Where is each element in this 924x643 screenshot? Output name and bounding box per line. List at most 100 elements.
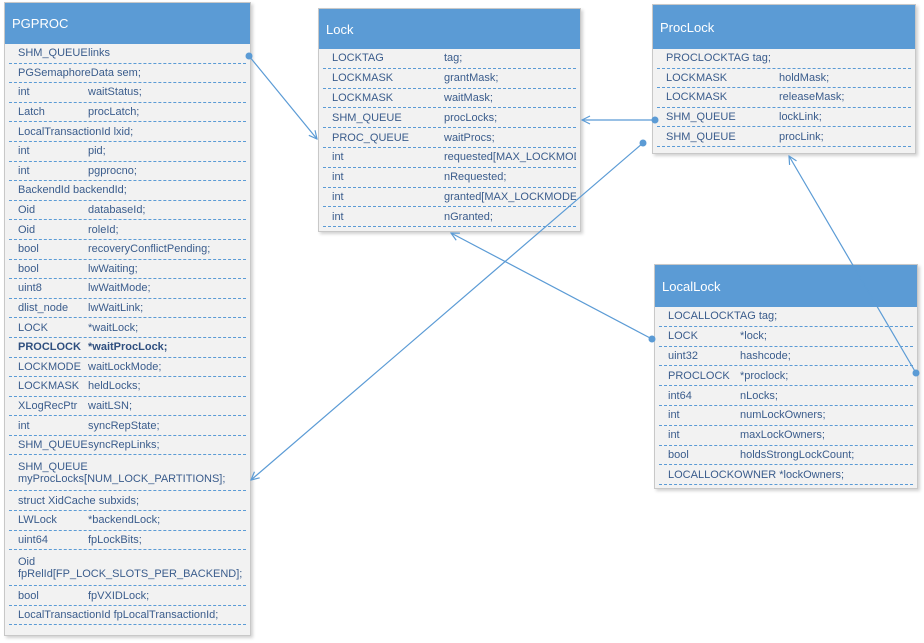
pgproc-field-name: fpLockBits; xyxy=(88,533,142,546)
pgproc-field-type: SHM_QUEUE xyxy=(18,47,88,60)
pgproc-field-row: LocalTransactionId lxid; xyxy=(9,122,246,142)
proclock-field-row: LOCKMASK releaseMask; xyxy=(657,88,911,108)
pgproc-field-row: Oid databaseId; xyxy=(9,201,246,221)
lock-field-type: int xyxy=(332,151,344,164)
pgproc-field-row: BackendId backendId; xyxy=(9,181,246,201)
pgproc-field-name: waitLSN; xyxy=(88,399,133,412)
locallock-field-name: *lock; xyxy=(740,330,767,343)
locallock-field-type: int xyxy=(668,409,680,422)
pgproc-field-type: LOCKMODE xyxy=(18,360,81,373)
edge-origin-dot-proclock-proclink xyxy=(639,139,647,147)
pgproc-field-type: Latch xyxy=(18,106,45,119)
locallock-struct-box: LocalLock LOCALLOCKTAG tag;LOCK*lock;uin… xyxy=(654,264,918,489)
pgproc-field-row: LOCKMODE waitLockMode; xyxy=(9,358,246,378)
pgproc-field-name: procLatch; xyxy=(88,106,140,119)
pgproc-field-row: LOCK *waitLock; xyxy=(9,318,246,338)
pgproc-field-row: LocalTransactionId fpLocalTransactionId; xyxy=(9,606,246,626)
lock-field-row: int nGranted; xyxy=(323,207,576,228)
locallock-field-name: hashcode; xyxy=(740,349,791,362)
pgproc-field-row: bool fpVXIDLock; xyxy=(9,586,246,606)
lock-field-name: procLocks; xyxy=(444,111,498,124)
pgproc-field-type: SHM_QUEUE xyxy=(18,460,88,473)
locallock-field-name: nLocks; xyxy=(740,389,778,402)
locallock-field-row: LOCALLOCKTAG tag; xyxy=(659,307,913,327)
proclock-field-row: PROCLOCKTAG tag; xyxy=(657,49,911,69)
pgproc-field-type: LOCK xyxy=(18,321,48,334)
pgproc-field-type: Oid xyxy=(18,223,36,236)
pgproc-field-type: int xyxy=(18,145,30,158)
locallock-field-type: int64 xyxy=(668,389,692,402)
proclock-field-name: releaseMask; xyxy=(779,91,845,104)
pgproc-field-name: *waitLock; xyxy=(88,321,139,334)
pgproc-field-name: links xyxy=(88,47,111,60)
pgproc-field-name: pid; xyxy=(88,145,106,158)
lock-field-name: grantMask; xyxy=(444,72,499,85)
pgproc-field-name: roleId; xyxy=(88,223,119,236)
lock-struct-title: Lock xyxy=(319,9,580,49)
pgproc-field-row: struct XidCache subxids; xyxy=(9,491,246,512)
pgproc-field-type: Oid xyxy=(18,204,36,217)
locallock-field-name: *proclock; xyxy=(740,369,789,382)
lock-field-name: granted[MAX_LOCKMODES]; xyxy=(444,190,576,203)
pgproc-field-type: int xyxy=(18,419,30,432)
lock-field-type: LOCKTAG xyxy=(332,52,384,65)
pgproc-struct-title: PGPROC xyxy=(5,3,250,44)
lock-field-type: int xyxy=(332,210,344,223)
pgproc-field-name: syncRepLinks; xyxy=(88,439,160,452)
pgproc-field-name: *backendLock; xyxy=(88,514,161,527)
pgproc-field-name: *waitProcLock; xyxy=(88,341,168,354)
pgproc-field-type: uint8 xyxy=(18,282,42,295)
locallock-field-row: LOCALLOCKOWNER *lockOwners; xyxy=(659,465,913,486)
pgproc-field-row: int pid; xyxy=(9,142,246,162)
pgproc-field-type: PGSemaphoreData sem; xyxy=(18,66,141,79)
locallock-field-type: LOCALLOCKOWNER *lockOwners; xyxy=(668,468,845,481)
pgproc-field-name: heldLocks; xyxy=(88,380,141,393)
pgproc-field-name: databaseId; xyxy=(88,204,146,217)
proclock-field-name: lockLink; xyxy=(779,111,822,124)
lock-field-name: nGranted; xyxy=(444,210,493,223)
pgproc-field-name: fpRelId[FP_LOCK_SLOTS_PER_BACKEND]; xyxy=(18,567,243,580)
lock-field-type: SHM_QUEUE xyxy=(332,111,402,124)
locallock-field-name: numLockOwners; xyxy=(740,409,826,422)
locallock-field-type: bool xyxy=(668,448,689,461)
pgproc-field-type: Oid xyxy=(18,555,36,568)
pgproc-field-name: pgprocno; xyxy=(88,164,137,177)
pgproc-field-type: PROCLOCK xyxy=(18,341,81,354)
pgproc-field-name: lwWaitMode; xyxy=(88,282,151,295)
lock-field-type: int xyxy=(332,171,344,184)
pgproc-field-name: fpVXIDLock; xyxy=(88,589,150,602)
pgproc-field-type: LocalTransactionId lxid; xyxy=(18,125,134,138)
proclock-field-type: LOCKMASK xyxy=(666,91,728,104)
pgproc-field-name: waitLockMode; xyxy=(88,360,162,373)
lock-field-type: LOCKMASK xyxy=(332,72,394,85)
pgproc-field-type: bool xyxy=(18,589,39,602)
locallock-field-row: int64 nLocks; xyxy=(659,386,913,406)
pgproc-field-type: struct XidCache subxids; xyxy=(18,494,140,507)
pgproc-field-type: int xyxy=(18,164,30,177)
pgproc-field-name: myProcLocks[NUM_LOCK_PARTITIONS]; xyxy=(18,472,226,485)
pgproc-field-type: LWLock xyxy=(18,514,57,527)
pgproc-field-row: Oid roleId; xyxy=(9,220,246,240)
pgproc-field-name: lwWaiting; xyxy=(88,262,138,275)
pgproc-field-row: uint8 lwWaitMode; xyxy=(9,279,246,299)
locallock-field-name: maxLockOwners; xyxy=(740,429,825,442)
proclock-field-name: holdMask; xyxy=(779,71,830,84)
pgproc-field-type: XLogRecPtr xyxy=(18,399,78,412)
locallock-struct-title: LocalLock xyxy=(655,265,917,307)
pgproc-field-name: recoveryConflictPending; xyxy=(88,243,211,256)
